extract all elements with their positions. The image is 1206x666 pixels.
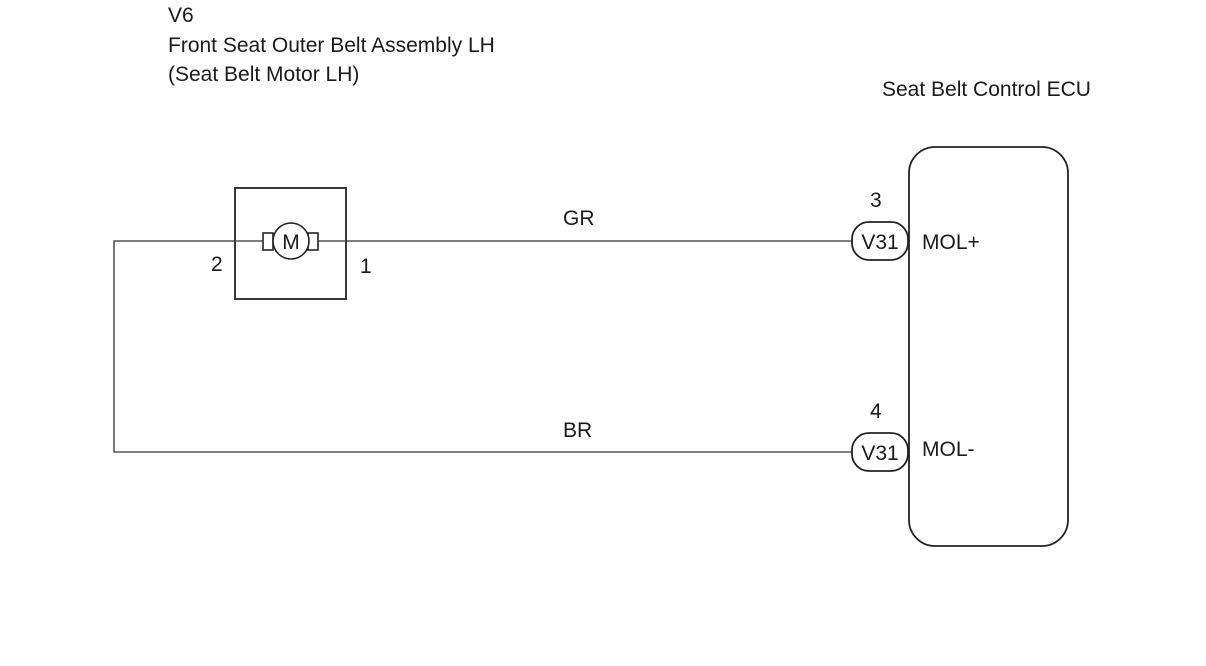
- wire-color-gr: GR: [563, 207, 595, 230]
- ecu-signal-mol-minus: MOL-: [922, 438, 975, 461]
- wire-br: [113, 240, 852, 453]
- ecu-signal-mol-plus: MOL+: [922, 231, 980, 254]
- ecu-pin-4: 4: [870, 400, 882, 423]
- ecu-pin-3: 3: [870, 189, 882, 212]
- connector-badge-top: [851, 221, 909, 261]
- component-subname: (Seat Belt Motor LH): [168, 63, 359, 86]
- connector-badge-bottom: [851, 432, 909, 472]
- ecu-name: Seat Belt Control ECU: [882, 78, 1091, 101]
- ecu-box: [908, 146, 1069, 547]
- component-code: V6: [168, 4, 194, 27]
- motor-icon: M: [235, 222, 346, 260]
- wire-color-br: BR: [563, 419, 592, 442]
- connector-v31-top: V31: [861, 231, 898, 254]
- component-name: Front Seat Outer Belt Assembly LH: [168, 34, 495, 57]
- motor-pin-left: 2: [211, 253, 223, 276]
- motor-pin-right: 1: [360, 255, 372, 278]
- motor-symbol: M: [282, 231, 300, 254]
- connector-v31-bottom: V31: [861, 442, 898, 465]
